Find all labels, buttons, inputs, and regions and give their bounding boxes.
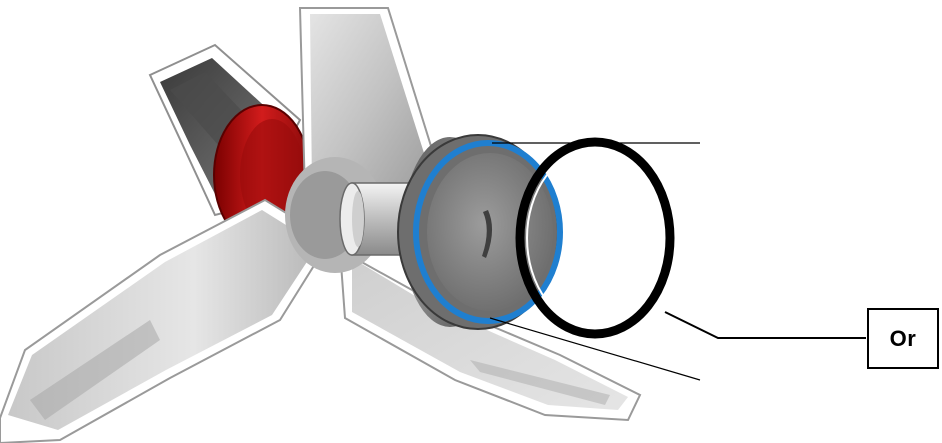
callout-label: Or	[890, 326, 917, 352]
callout-leader-line	[665, 312, 866, 338]
callout-box: Or	[867, 308, 939, 369]
lower-left-blade	[0, 200, 330, 443]
